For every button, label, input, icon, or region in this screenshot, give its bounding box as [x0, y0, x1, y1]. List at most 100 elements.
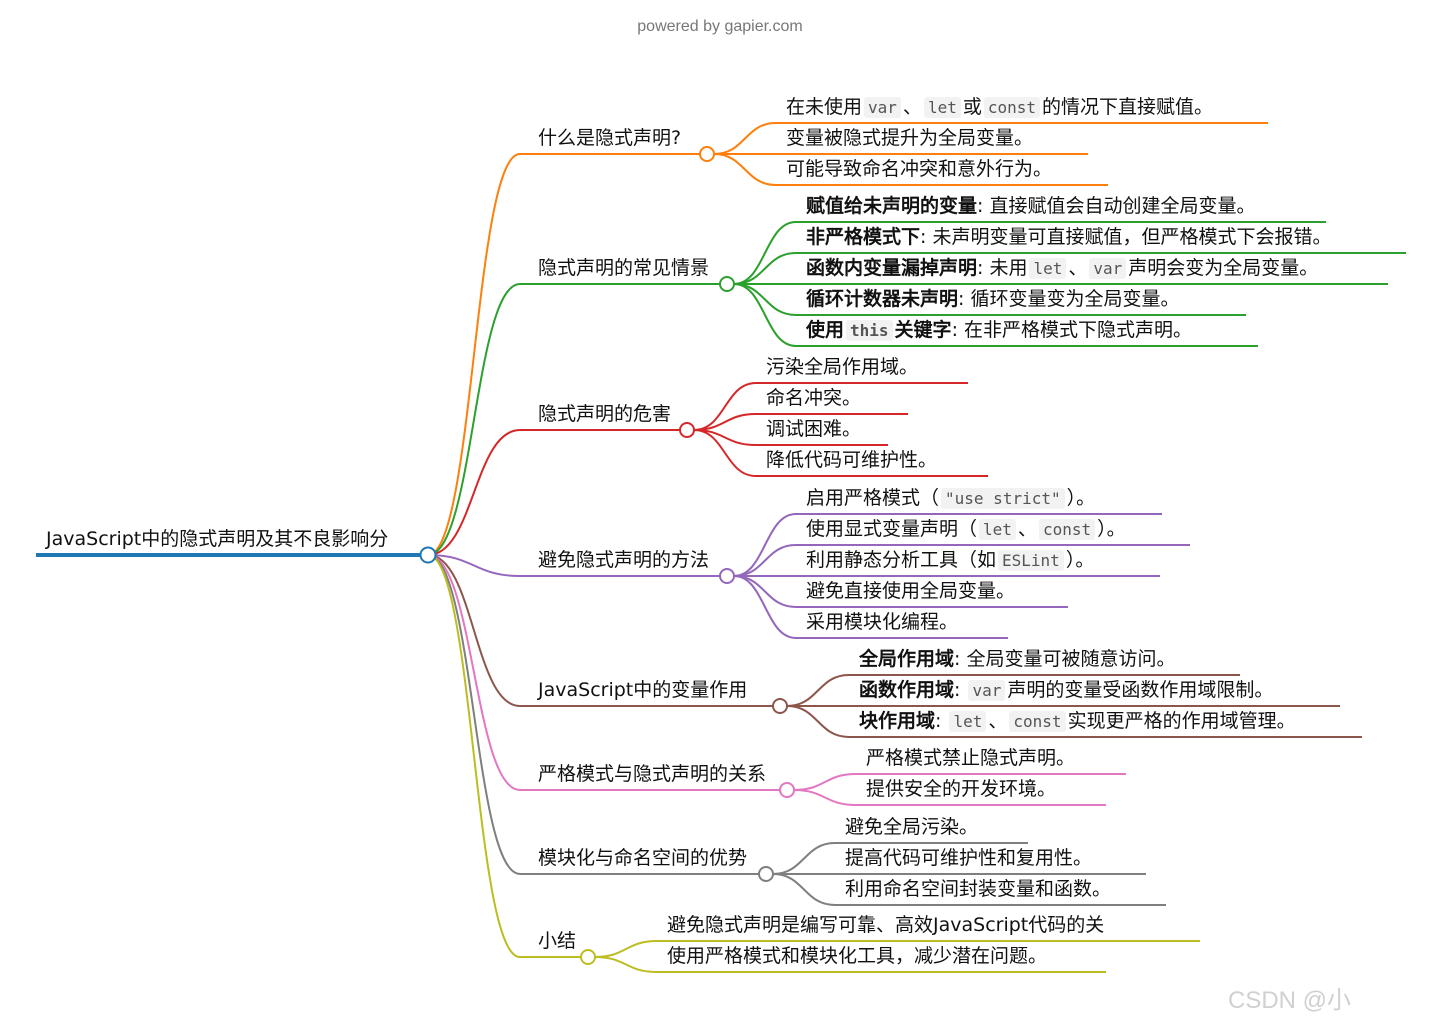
branch-connector	[427, 554, 521, 577]
leaf-connector	[733, 221, 797, 285]
label-segment: 严格模式与隐式声明的关系	[538, 763, 767, 785]
label-segment: 的情况下直接赋值。	[1042, 96, 1214, 118]
leaf-connector	[693, 382, 757, 431]
label-segment: let	[923, 97, 961, 118]
branch-connector	[427, 554, 521, 791]
leaf-label: 避免直接使用全局变量。	[806, 579, 1015, 603]
label-segment: 函数内变量漏掉声明	[806, 257, 978, 279]
label-segment: 避免全局污染。	[845, 816, 979, 838]
label-segment: 使用显式变量声明（	[806, 518, 978, 540]
leaf-connector	[733, 575, 797, 608]
branch-label: JavaScript中的变量作用	[538, 678, 747, 702]
leaf-label: 命名冲突。	[766, 386, 861, 410]
leaf-label: 提供安全的开发环境。	[866, 777, 1056, 801]
branch-connector	[427, 429, 521, 556]
label-segment: 使用	[806, 319, 845, 341]
leaf-connector	[594, 940, 658, 958]
label-segment: 调试困难。	[766, 418, 862, 440]
leaf-connector	[786, 705, 850, 738]
label-segment: ）。	[1065, 549, 1095, 571]
leaf-label: 提高代码可维护性和复用性。	[845, 846, 1092, 870]
label-segment: 或	[962, 96, 982, 118]
label-segment: 块作用域	[859, 710, 936, 732]
label-segment: "use strict"	[941, 488, 1065, 509]
label-segment: 关键字	[894, 319, 952, 341]
label-segment: const	[1038, 519, 1096, 540]
label-segment: let	[1029, 258, 1067, 279]
label-segment: 污染全局作用域。	[766, 356, 919, 378]
label-segment: 严格模式禁止隐式声明。	[866, 747, 1076, 769]
branch-label: 模块化与命名空间的优势	[538, 846, 747, 870]
branch-connector	[427, 554, 521, 875]
leaf-label: 严格模式禁止隐式声明。	[866, 746, 1075, 770]
label-segment: 全局作用域	[859, 648, 955, 670]
label-segment: 声明会变为全局变量。	[1128, 257, 1319, 279]
label-segment: 、	[1068, 257, 1088, 279]
label-segment: 模块化与命名空间的优势	[538, 847, 748, 869]
label-segment: 赋值给未声明的变量	[806, 195, 978, 217]
label-segment: 隐式声明的危害	[538, 403, 672, 425]
label-segment: : 直接赋值会自动创建全局变量。	[977, 195, 1256, 217]
label-segment: 启用严格模式（	[806, 487, 940, 509]
branch-connector	[427, 153, 521, 556]
label-segment: 小结	[538, 930, 577, 952]
leaf-label: 调试困难。	[766, 417, 861, 441]
label-segment: 非严格模式下	[806, 226, 921, 248]
label-segment: 变量被隐式提升为全局变量。	[786, 127, 1034, 149]
branch-label: 小结	[538, 929, 576, 953]
leaf-label: 避免隐式声明是编写可靠、高效JavaScript代码的关	[667, 913, 1104, 937]
branch-node-circle	[779, 782, 795, 798]
label-segment: this	[846, 320, 893, 341]
label-segment: : 全局变量可被随意访问。	[954, 648, 1176, 670]
leaf-connector	[733, 513, 797, 577]
leaf-connector	[793, 789, 857, 806]
branch-label: 避免隐式声明的方法	[538, 548, 709, 572]
branch-connector	[427, 554, 521, 707]
label-segment: 避免直接使用全局变量。	[806, 580, 1016, 602]
leaf-label: 启用严格模式（"use strict"）。	[806, 486, 1095, 511]
label-segment: 使用严格模式和模块化工具，减少潜在问题。	[667, 945, 1048, 967]
leaf-connector	[594, 956, 658, 973]
leaf-label: 采用模块化编程。	[806, 610, 958, 634]
label-segment: const	[983, 97, 1041, 118]
leaf-label: 循环计数器未声明: 循环变量变为全局变量。	[806, 287, 1179, 311]
label-segment: 利用命名空间封装变量和函数。	[845, 878, 1112, 900]
label-segment: 、	[1017, 518, 1037, 540]
label-segment: 利用静态分析工具（如	[806, 549, 997, 571]
branch-node-circle	[772, 698, 788, 714]
label-segment: :	[935, 710, 948, 732]
label-segment: :	[954, 679, 967, 701]
leaf-label: 降低代码可维护性。	[766, 448, 937, 472]
branch-connector	[427, 283, 521, 556]
branch-label: 严格模式与隐式声明的关系	[538, 762, 766, 786]
branch-label: 隐式声明的常见情景	[538, 256, 709, 280]
leaf-connector	[733, 575, 797, 639]
label-segment: 声明的变量受函数作用域限制。	[1007, 679, 1274, 701]
label-segment: : 在非严格模式下隐式声明。	[951, 319, 1193, 341]
label-segment: JavaScript中的隐式声明及其不良影响分	[46, 528, 389, 550]
label-segment: 避免隐式声明的方法	[538, 549, 710, 571]
label-segment: JavaScript中的变量作用	[538, 679, 748, 701]
leaf-label: 使用显式变量声明（let、const）。	[806, 517, 1126, 542]
label-segment: : 未用	[977, 257, 1028, 279]
label-segment: 隐式声明的常见情景	[538, 257, 710, 279]
powered-by-text: powered by gapier.com	[637, 18, 803, 35]
leaf-connector	[693, 429, 757, 477]
branch-label: 隐式声明的危害	[538, 402, 671, 426]
label-segment: 提高代码可维护性和复用性。	[845, 847, 1093, 869]
root-label: JavaScript中的隐式声明及其不良影响分	[46, 527, 388, 551]
leaf-connector	[793, 773, 857, 791]
label-segment: ）。	[1097, 518, 1126, 540]
branch-node-circle	[758, 866, 774, 882]
label-segment: var	[864, 97, 901, 118]
branch-node-circle	[719, 568, 735, 584]
label-segment: 避免隐式声明是编写可靠、高效JavaScript代码的关	[667, 914, 1105, 936]
leaf-connector	[713, 153, 777, 186]
label-segment: var	[1089, 258, 1127, 279]
